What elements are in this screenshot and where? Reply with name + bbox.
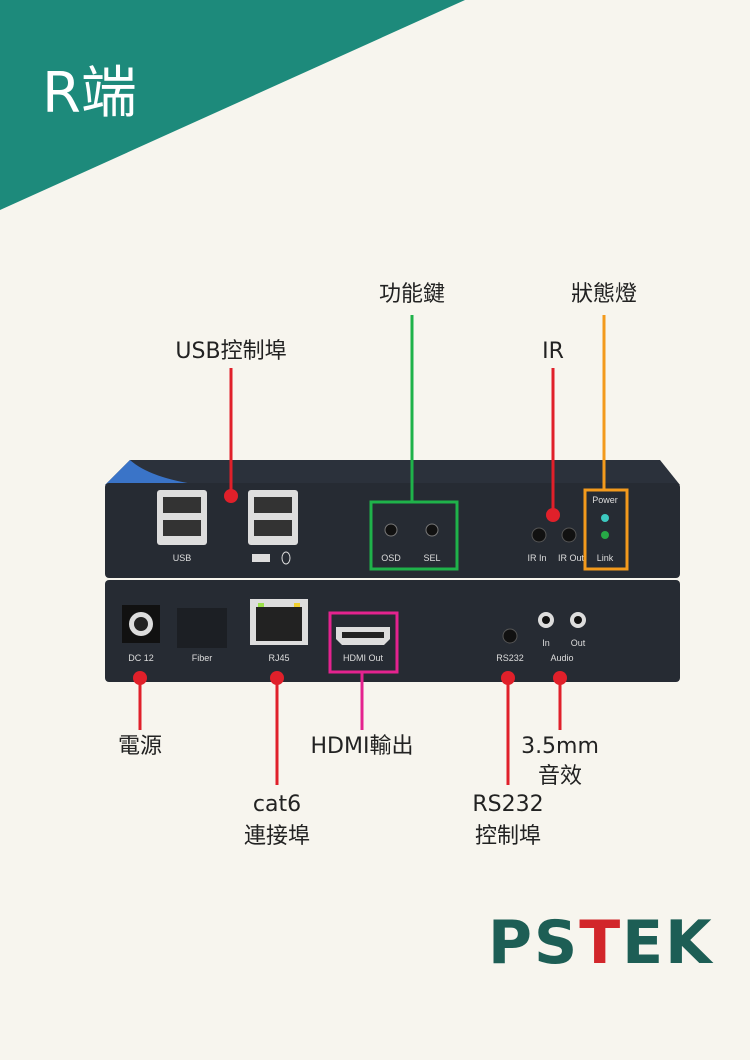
ir-label: IR <box>542 339 564 364</box>
callouts <box>133 315 629 785</box>
power-led <box>601 514 609 522</box>
usb-label: USB <box>173 553 192 563</box>
sel-button <box>425 523 439 537</box>
link-led-label: Link <box>597 553 614 563</box>
status-lights-label: 狀態燈 <box>570 282 638 307</box>
mouse-icon <box>281 551 291 565</box>
rj45-label: RJ45 <box>268 653 289 663</box>
link-led <box>601 531 609 539</box>
osd-button <box>384 523 398 537</box>
keyboard-icon <box>252 554 270 562</box>
pstek-logo: PSTEK <box>488 908 714 978</box>
dc-label: DC 12 <box>128 653 154 663</box>
rs232-label: RS232 <box>496 653 524 663</box>
power-led-label: Power <box>592 495 618 505</box>
bottom-unit-rear-panel: DC 12 Fiber RJ45 HDMI Out RS232 In Out A… <box>105 580 680 682</box>
usb-control-port-label: USB控制埠 <box>175 339 287 364</box>
power-label: 電源 <box>117 734 163 759</box>
cat6-label-2: 連接埠 <box>243 824 311 849</box>
cat6-label-1: cat6 <box>252 792 302 817</box>
logo-text-ps: PS <box>488 908 580 978</box>
hdmi-output-label: HDMI輸出 <box>310 734 414 759</box>
logo-text-t: T <box>579 908 623 978</box>
function-keys-box <box>369 500 459 571</box>
audio-in-label: In <box>542 638 550 648</box>
rs232-label-2: 控制埠 <box>474 824 542 849</box>
page-title: R端 <box>42 61 137 126</box>
sel-label: SEL <box>423 553 440 563</box>
fiber-label: Fiber <box>192 653 213 663</box>
audio-label: Audio <box>550 653 573 663</box>
ir-in-label: IR In <box>527 553 546 563</box>
audio-label-2: 音效 <box>537 764 583 789</box>
status-lights-box <box>583 488 629 571</box>
title-banner <box>0 0 465 210</box>
hdmi-out-label: HDMI Out <box>343 653 384 663</box>
function-keys-label: 功能鍵 <box>378 282 446 307</box>
audio-out-label: Out <box>571 638 586 648</box>
audio-label-1: 3.5mm <box>521 734 599 759</box>
logo-text-ek: EK <box>622 908 714 978</box>
osd-label: OSD <box>381 553 401 563</box>
top-unit-front-panel: USB OSD SEL IR In IR Out Power Link <box>105 460 680 578</box>
rs232-label-1: RS232 <box>472 792 544 817</box>
ir-out-label: IR Out <box>558 553 585 563</box>
